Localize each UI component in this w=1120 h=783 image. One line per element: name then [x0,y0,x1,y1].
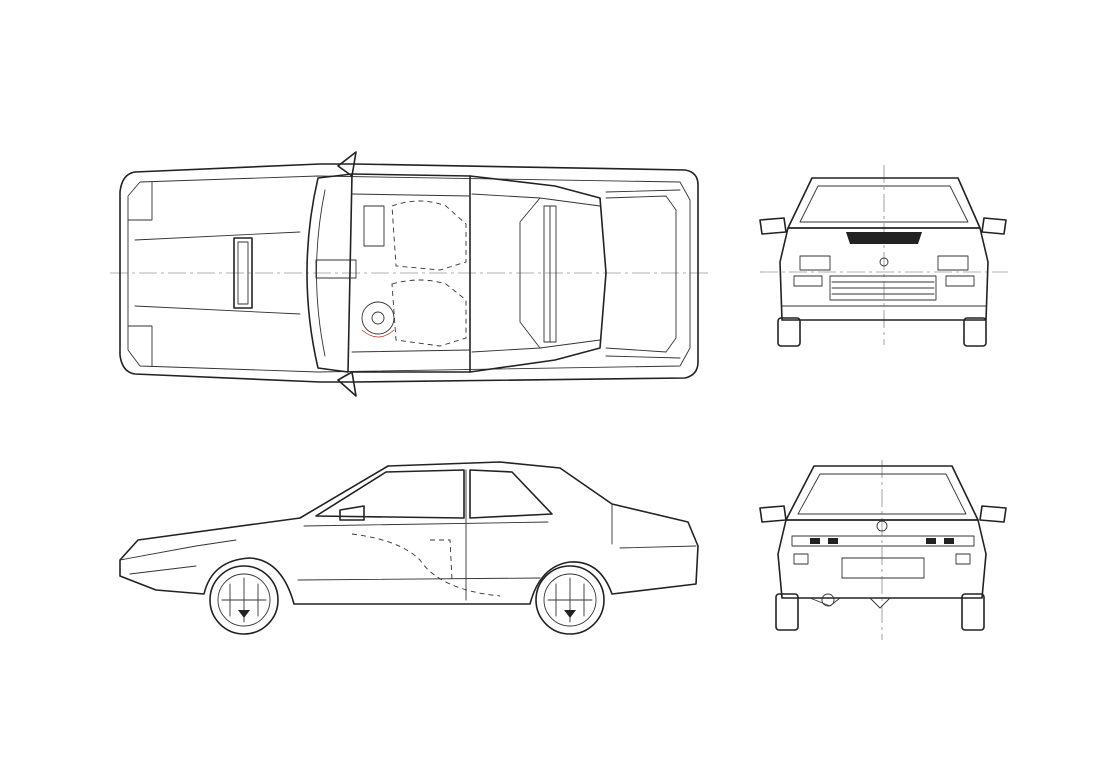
rear-wheel [535,565,605,635]
side-view [119,461,699,635]
front-view [759,165,1008,347]
rear-view [759,460,1007,640]
top-view [110,151,710,397]
front-wheel [209,565,279,635]
